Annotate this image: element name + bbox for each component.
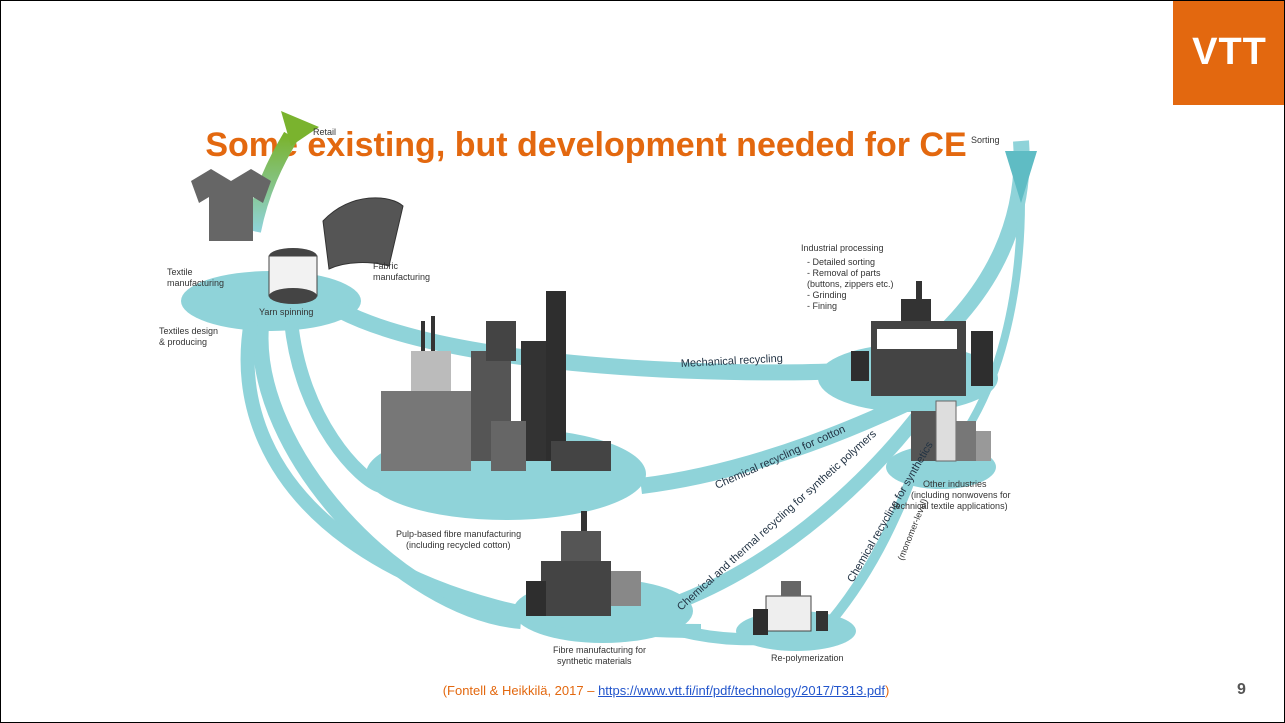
- mechanical-recycling-label: Mechanical recycling: [681, 353, 784, 370]
- citation-link[interactable]: https://www.vtt.fi/inf/pdf/technology/20…: [598, 683, 885, 698]
- industrial-processing-label: Industrial processing - Detailed sorting…: [801, 243, 894, 311]
- citation-suffix: ): [884, 683, 890, 698]
- repoly-link: [679, 625, 792, 646]
- fabric-icon: [322, 197, 404, 270]
- textile-recycling-diagram: Retail Sorting Textile manufacturing Fab…: [159, 111, 1037, 666]
- other-industries-label: Other industries (including nonwovens fo…: [893, 479, 1013, 511]
- other-industries-icon: [911, 400, 991, 462]
- repoly-plant-icon: [753, 581, 828, 635]
- yarn-spinning-label: Yarn spinning: [259, 307, 313, 317]
- retail-arrow-icon: [245, 131, 298, 233]
- vtt-logo: VTT: [1173, 1, 1284, 105]
- fibre-inflow: [252, 325, 522, 629]
- textiles-design-label: Textiles design & producing: [159, 326, 221, 347]
- logo-text: VTT: [1192, 31, 1267, 73]
- pulp-based-label: Pulp-based fibre manufacturing (includin…: [396, 529, 524, 550]
- textile-manufacturing-label: Textile manufacturing: [167, 267, 224, 288]
- re-polymerization-label: Re-polymerization: [771, 653, 844, 663]
- pulp-factory-icon: [381, 291, 611, 471]
- svg-text:Industrial processing: Industrial processing: [801, 243, 884, 253]
- mechanical-flow: [305, 284, 842, 381]
- retail-arrowhead-icon: [281, 111, 319, 146]
- svg-text:- Removal of parts: - Removal of parts: [807, 268, 881, 278]
- fibre-factory-icon: [526, 511, 641, 616]
- cotton-flow: [640, 383, 937, 494]
- thermal-flow: [678, 391, 939, 608]
- citation-prefix: (Fontell & Heikkilä, 2017 –: [442, 683, 599, 698]
- sorting-arrow-icon: [1005, 151, 1037, 203]
- citation: (Fontell & Heikkilä, 2017 – https://www.…: [301, 683, 1031, 698]
- yarn-spool-icon: [268, 248, 318, 304]
- pulp-inflow: [284, 320, 384, 493]
- page-number: 9: [1237, 681, 1246, 698]
- industrial-building-icon: [851, 281, 993, 396]
- outer-inflow: [240, 319, 702, 638]
- svg-text:- Grinding: - Grinding: [807, 290, 847, 300]
- tshirt-icon: [191, 169, 271, 241]
- fibre-synthetic-label: Fibre manufacturing for synthetic materi…: [553, 645, 649, 666]
- retail-label: Retail: [313, 127, 336, 137]
- svg-text:(buttons, zippers etc.): (buttons, zippers etc.): [807, 279, 894, 289]
- svg-text:- Detailed sorting: - Detailed sorting: [807, 257, 875, 267]
- slide-title: Some existing, but development needed fo…: [205, 126, 967, 164]
- sorting-label: Sorting: [971, 135, 1000, 145]
- svg-text:- Fining: - Fining: [807, 301, 837, 311]
- fabric-manufacturing-label: Fabric manufacturing: [373, 261, 430, 282]
